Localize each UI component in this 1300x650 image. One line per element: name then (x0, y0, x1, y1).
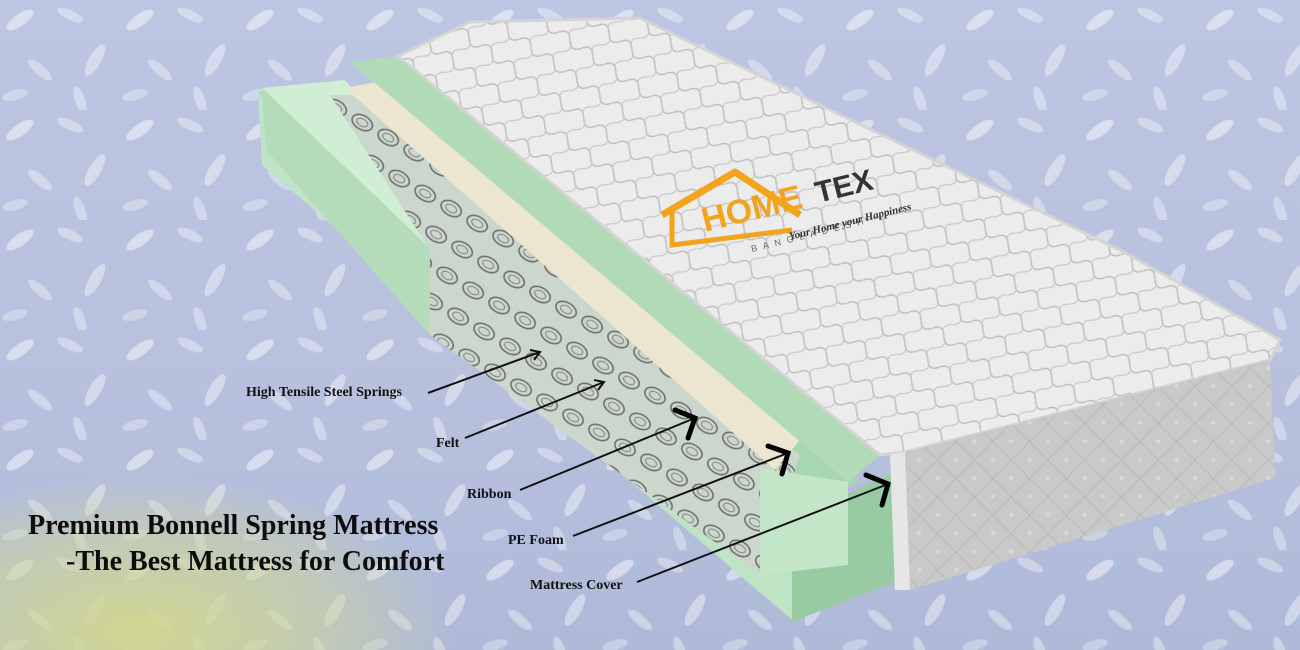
ribbon-leader (519, 417, 696, 491)
headline-line-2: -The Best Mattress for Comfort (66, 546, 445, 577)
felt-leader (464, 381, 605, 439)
callout-felt: Felt (436, 436, 460, 451)
brand-house-outline (669, 210, 793, 248)
cover-arrowhead (863, 472, 892, 508)
headline-line-1: Premium Bonnell Spring Mattress (28, 510, 439, 541)
callout-pe-foam: PE Foam (508, 533, 564, 548)
callout-arrowheads (672, 407, 892, 508)
callout-springs: High Tensile Steel Springs (246, 385, 402, 400)
pe-foam-arrowhead (765, 443, 792, 477)
cover-leader (636, 483, 889, 583)
callout-lines (427, 351, 889, 583)
callout-ribbon: Ribbon (467, 487, 512, 502)
ribbon-arrowhead (672, 407, 699, 441)
mattress-side-edge (890, 452, 910, 590)
callout-mattress-cover: Mattress Cover (530, 578, 623, 593)
callout-small-arrowheads (529, 349, 606, 391)
pe-foam-leader (572, 452, 789, 537)
mattress-top-border (395, 16, 1282, 457)
springs-arrowhead (529, 349, 542, 361)
pe-foam-wall-top (350, 56, 880, 482)
felt-arrowhead (593, 379, 606, 391)
felt-layer (345, 80, 800, 470)
headline: Premium Bonnell Spring Mattress -The Bes… (28, 508, 444, 580)
mattress-quilted-top (398, 18, 1280, 455)
pe-foam-wall-end (760, 468, 848, 575)
springs-leader (427, 351, 541, 394)
foam-rail-side (262, 88, 430, 335)
mattress-side-panel (905, 360, 1275, 590)
spring-core (330, 95, 800, 575)
brand-roof-icon (660, 168, 802, 219)
